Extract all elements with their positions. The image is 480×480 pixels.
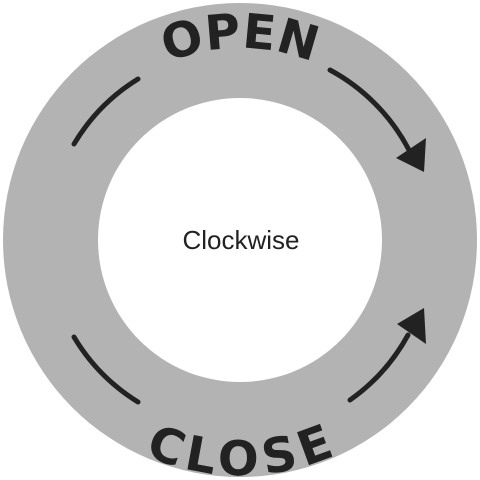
top-right-arc-segment	[327, 67, 412, 153]
top-arrowhead-icon	[396, 138, 426, 172]
center-label: Clockwise	[182, 225, 299, 255]
bottom-left-arc-segment	[71, 334, 141, 405]
inner-circle	[98, 98, 382, 382]
top-left-arc-segment	[71, 76, 141, 147]
bottom-arrowhead-icon	[397, 308, 426, 344]
bottom-right-arc-segment	[347, 332, 411, 403]
